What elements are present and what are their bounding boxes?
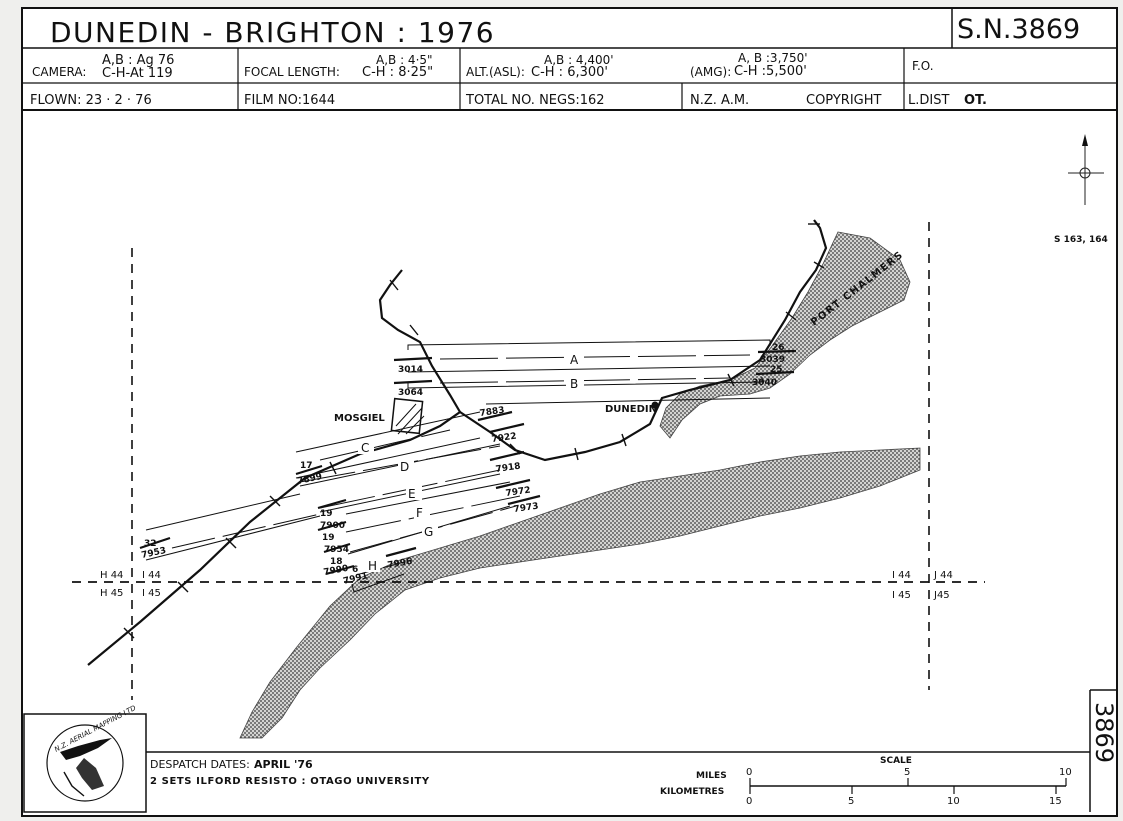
frame-7900: 7900 (320, 521, 345, 531)
coast-shading-south (239, 447, 921, 739)
miles-tick-10: 10 (1059, 767, 1072, 778)
frame-7922: 7922 (491, 432, 517, 445)
flight-runs-ab (407, 339, 771, 405)
grid-ref-i44-right: I 44 (892, 570, 911, 581)
ldist-value: OT. (964, 93, 987, 108)
amg-ab: A, B :3,750' (738, 51, 808, 65)
amg-label: (AMG): (690, 65, 731, 79)
despatch-label: DESPATCH DATES: (150, 758, 250, 771)
km-tick-10: 10 (947, 796, 960, 807)
frame-numbers: 3014 3064 26 3039 25 3040 7883 7922 17 7… (141, 343, 786, 587)
focal-ch: C-H : 8·25" (362, 65, 433, 80)
grid-ref-i45-left: I 45 (142, 588, 161, 599)
sheet-number: S.N.3869 (957, 14, 1080, 45)
frame-7954: 7954 (324, 545, 349, 555)
frame-7990: 7990 (323, 564, 349, 578)
despatch-value: APRIL '76 (254, 758, 313, 771)
frame-3064: 3064 (398, 388, 423, 398)
frame-17: 17 (300, 461, 313, 471)
flight-runs-ch (145, 411, 521, 593)
run-label-b: B (570, 377, 578, 391)
focal-label: FOCAL LENGTH: (244, 65, 340, 79)
grid-ref-h44: H 44 (100, 570, 123, 581)
frame-7918: 7918 (495, 462, 521, 475)
frame-markers (139, 349, 797, 576)
railway-line-east (459, 219, 828, 462)
camera-ab: A,B : Ag 76 (102, 53, 174, 68)
km-tick-0: 0 (746, 796, 752, 807)
run-label-d: D (400, 460, 409, 474)
camera-label: CAMERA: (32, 65, 86, 79)
frame-3040: 3040 (752, 378, 777, 388)
frame-7973: 7973 (513, 502, 539, 515)
scale-km-label: KILOMETRES (660, 787, 724, 797)
org-code: N.Z. A.M. (690, 93, 749, 108)
frame-19a: 19 (320, 509, 333, 519)
amg-ch: C-H :5,500' (734, 64, 807, 79)
grid-ref-i45-right: I 45 (892, 590, 911, 601)
flown-date: FLOWN: 23 · 2 · 76 (30, 93, 152, 108)
mosgiel-hatch (395, 403, 425, 435)
film-number: FILM NO:1644 (244, 93, 335, 108)
frame-7972: 7972 (505, 486, 531, 499)
mosgiel-town-box (390, 397, 424, 435)
grid-ref-i44-left: I 44 (142, 570, 161, 581)
run-label-h: H (368, 559, 377, 573)
scale-miles-label: MILES (696, 771, 727, 781)
adjacent-sheet-ref: S 163, 164 (1054, 235, 1108, 245)
frame-6: 6 (352, 565, 358, 575)
fo-label: F.O. (912, 59, 934, 73)
copyright-label: COPYRIGHT (806, 93, 882, 108)
alt-ch: C-H : 6,300' (531, 65, 608, 80)
paper-sheet (21, 7, 1118, 817)
run-label-f: F (416, 506, 423, 520)
grid-ref-j44: J 44 (933, 570, 953, 581)
miles-tick-0: 0 (746, 767, 752, 778)
run-label-a: A (570, 353, 579, 367)
frame-25: 25 (770, 365, 783, 375)
frame-19b: 19 (322, 533, 335, 543)
north-arrow-icon (1068, 134, 1104, 205)
total-negs: TOTAL NO. NEGS:162 (465, 93, 605, 108)
focal-ab: A,B : 4·5" (376, 53, 433, 67)
miles-tick-5: 5 (904, 767, 910, 778)
run-label-c: C (361, 441, 369, 455)
grid-ref-j45: J45 (933, 590, 950, 601)
grid-references: H 44 I 44 H 45 I 45 I 44 J 44 I 45 J45 (100, 570, 953, 601)
km-tick-5: 5 (848, 796, 854, 807)
run-label-e: E (408, 487, 416, 501)
scale-title: SCALE (880, 756, 912, 766)
sheet-tab-number: 3869 (1090, 702, 1118, 763)
grid-ref-h45: H 45 (100, 588, 123, 599)
alt-label: ALT.(ASL): (466, 65, 525, 79)
frame-3039: 3039 (760, 355, 785, 365)
place-mosgiel: MOSGIEL (334, 413, 385, 424)
place-dunedin: DUNEDIN (605, 404, 657, 415)
header-block: DUNEDIN - BRIGHTON : 1976 S.N.3869 CAMER… (22, 8, 1117, 111)
run-label-g: G (424, 525, 433, 539)
dunedin-point-icon (651, 401, 659, 409)
alt-ab: A,B : 4,400' (544, 53, 614, 67)
scale-bar: SCALE MILES KILOMETRES 0 5 10 0 5 10 15 (660, 756, 1072, 807)
copies-note: 2 SETS ILFORD RESISTO : OTAGO UNIVERSITY (150, 776, 430, 787)
frame-32: 32 (144, 539, 157, 549)
frame-7883: 7883 (479, 406, 505, 419)
ldist-label: L.DIST (908, 93, 949, 108)
frame-26: 26 (772, 343, 785, 353)
run-letters-ch: C D E F G H (358, 440, 438, 573)
frame-7996: 7996 (387, 557, 413, 571)
map-title: DUNEDIN - BRIGHTON : 1976 (50, 16, 495, 49)
frame-18: 18 (330, 557, 343, 567)
harbour-shading (659, 231, 911, 439)
frame-3014: 3014 (398, 365, 423, 375)
railway-ticks (123, 223, 825, 639)
km-tick-15: 15 (1049, 796, 1062, 807)
camera-ch: C-H-At 119 (102, 66, 173, 81)
